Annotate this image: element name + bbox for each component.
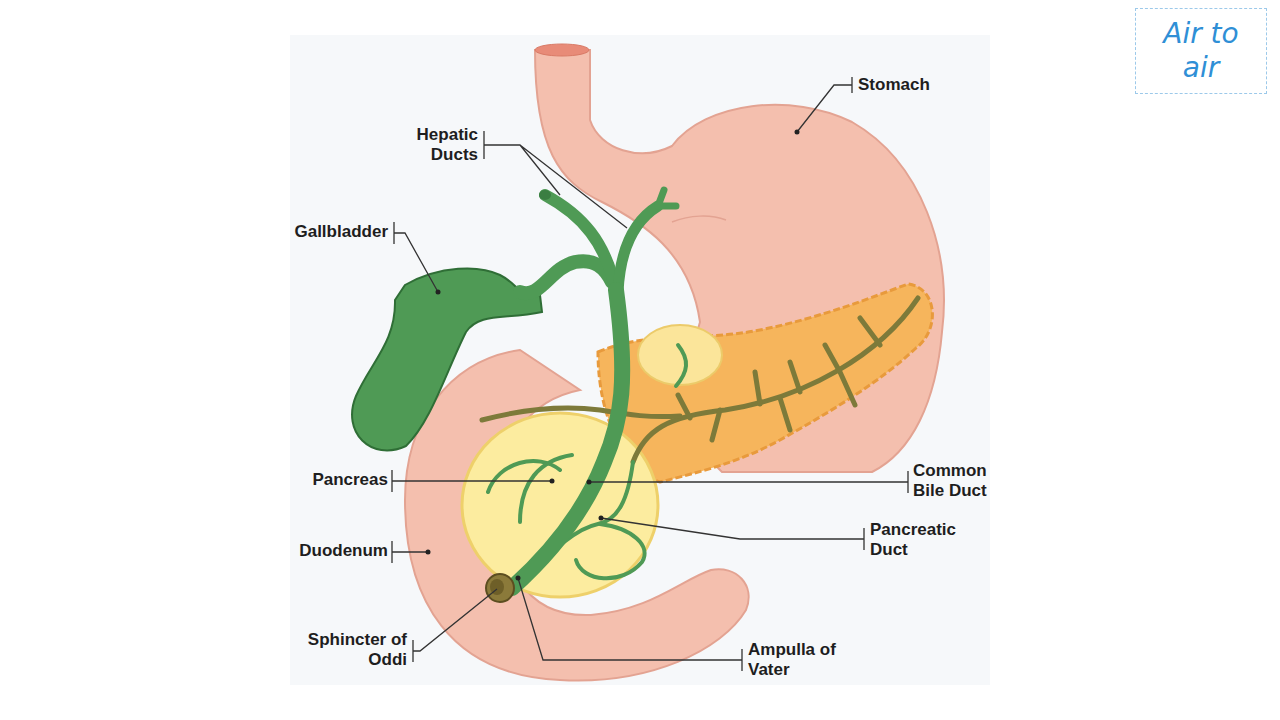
part-label: Pancreatic Duct: [870, 520, 972, 560]
leader-lines: [392, 77, 908, 671]
sphincter: [486, 574, 514, 602]
part-label: Hepatic Ducts: [396, 125, 478, 165]
cystic-duct: [520, 261, 612, 293]
pancreas-body: [598, 284, 932, 482]
gallbladder: [352, 268, 542, 450]
part-label: Sphincter of Oddi: [297, 630, 407, 670]
pancreas-head: [462, 413, 658, 597]
leader-dots: [426, 130, 800, 581]
pancreatic-duct-branches: [482, 298, 918, 462]
esophagus-opening: [535, 44, 589, 56]
part-label: Stomach: [858, 75, 968, 95]
stomach-fold: [672, 216, 726, 222]
part-label: Duodenum: [268, 541, 388, 561]
pancreas-lobe: [638, 325, 722, 385]
bile-ducts: [512, 190, 676, 588]
panel: [290, 35, 990, 685]
duct-opening: [539, 190, 551, 200]
part-label: Pancreas: [268, 470, 388, 490]
part-label: Gallbladder: [268, 222, 388, 242]
part-label: Common Bile Duct: [913, 461, 1005, 501]
head-ducts: [488, 345, 686, 582]
watermark: Air to air: [1135, 8, 1267, 94]
part-label: Ampulla of Vater: [748, 640, 850, 680]
